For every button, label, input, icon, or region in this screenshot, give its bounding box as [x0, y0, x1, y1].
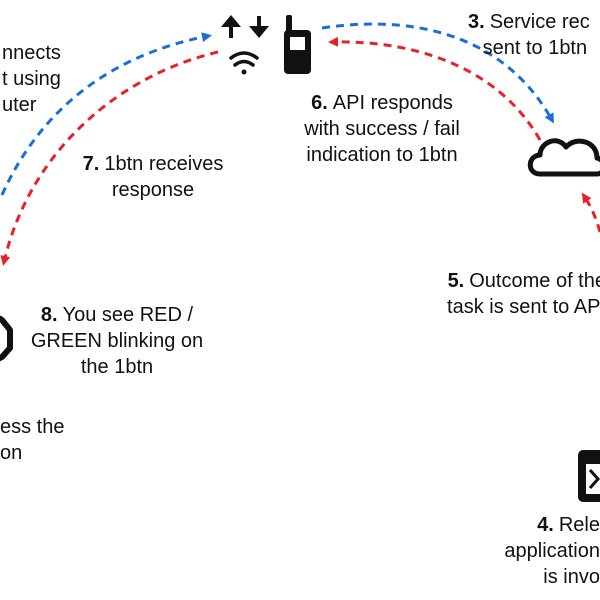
- arrow-step7-red: [0, 50, 219, 266]
- step-1-label: ess the on: [0, 416, 65, 464]
- arrow-step5-red: [581, 192, 600, 233]
- wifi-icon: [229, 51, 259, 75]
- step-4-label: 4.Rele application is invo: [504, 514, 600, 588]
- step-2-label: nnects t using uter: [2, 42, 61, 116]
- phone-device-icon: [284, 15, 311, 74]
- cloud-icon: [527, 138, 600, 177]
- step-5-label: 5.Outcome of the task is sent to API: [447, 270, 600, 318]
- step-8-label: 8.You see RED / GREEN blinking on the 1b…: [30, 304, 204, 378]
- step-6-label: 6.API responds with success / fail indic…: [304, 92, 460, 166]
- application-window-icon: [578, 450, 600, 502]
- upload-download-arrows-icon: [221, 15, 269, 38]
- arrow-step2-blue: [0, 32, 212, 196]
- step-3-label: 3.Service rec sent to 1btn: [468, 11, 590, 59]
- hexagon-button-icon: [0, 315, 13, 362]
- arrow-step3-blue: [321, 22, 554, 124]
- step-7-label: 7.1btn receives response: [82, 153, 224, 201]
- arrow-step6-red: [328, 36, 542, 141]
